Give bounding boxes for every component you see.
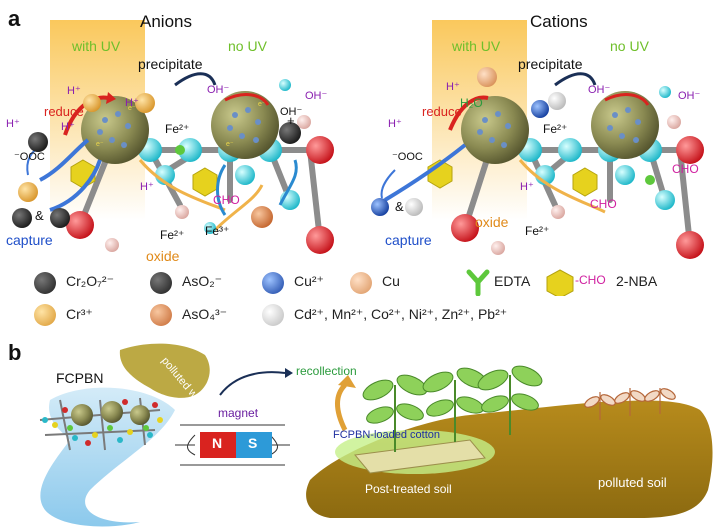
anions-cho: CHO xyxy=(213,193,240,207)
svg-text:e⁻: e⁻ xyxy=(258,101,266,108)
cations-fe2-1: Fe²⁺ xyxy=(543,122,568,136)
loaded-cotton-label: FCPBN-loaded cotton xyxy=(333,429,440,441)
cations-title: Cations xyxy=(530,12,588,31)
anions-h-plus-4: H⁺ xyxy=(61,121,75,133)
legend-swatch-dichromate xyxy=(34,272,56,294)
soil-body xyxy=(306,400,713,518)
cations-no-uv: no UV xyxy=(610,38,649,54)
legend-2nba-suffix: -CHO xyxy=(575,273,606,287)
cations-amp: & xyxy=(395,199,404,214)
anions-amp: & xyxy=(35,208,44,223)
anions-ions xyxy=(12,79,301,234)
anions-h-plus-3: H⁺ xyxy=(125,97,139,109)
cations-h-plus-2: H⁺ xyxy=(446,81,460,93)
recollection-arrowhead xyxy=(285,368,293,378)
legend-swatch-cu2 xyxy=(262,272,284,294)
anions-nanospheres: e⁻ e⁻ e⁻ e⁻ xyxy=(81,91,279,164)
legend-label-2nba: 2-NBA xyxy=(616,273,658,289)
cotton-arrowhead xyxy=(338,375,356,388)
panel-a-diagram: e⁻ e⁻ e⁻ e⁻ xyxy=(12,20,704,259)
svg-text:e⁻: e⁻ xyxy=(96,141,104,148)
green-plants xyxy=(362,365,543,453)
legend-swatch-arsenate xyxy=(150,304,172,326)
polluted-soil-label: polluted soil xyxy=(598,475,667,490)
anions-fe3: Fe³⁺ xyxy=(205,224,230,238)
anions-precipitate: precipitate xyxy=(138,56,203,72)
withered-plants xyxy=(584,388,676,421)
cations-reduce: reduce xyxy=(422,104,462,119)
recollection-arrow xyxy=(219,371,286,396)
cations-cho-2: CHO xyxy=(672,162,699,176)
cations-with-uv: with UV xyxy=(452,38,501,54)
cations-ions xyxy=(371,67,671,216)
legend-label-cu: Cu xyxy=(382,273,400,289)
cations-fe2-2: Fe²⁺ xyxy=(525,224,550,238)
anions-oh-3: OH⁻ xyxy=(305,90,328,102)
legend-swatch-2nba xyxy=(546,269,574,296)
legend-label-cr3: Cr³⁺ xyxy=(66,306,93,322)
legend-label-cu2: Cu²⁺ xyxy=(294,273,324,289)
anions-oh-2: OH⁻ xyxy=(280,106,303,118)
magnet-s-pole: S xyxy=(248,435,258,451)
legend-label-dichromate: Cr₂O₇²⁻ xyxy=(66,273,114,289)
anions-h-plus-5: H⁺ xyxy=(140,181,154,193)
anions-oh-1: OH⁻ xyxy=(207,84,230,96)
cations-capture: capture xyxy=(385,232,432,248)
cations-oxide: oxide xyxy=(475,214,509,230)
legend-swatch-arsenite xyxy=(150,272,172,294)
anions-oxide: oxide xyxy=(146,248,180,264)
anions-with-uv: with UV xyxy=(72,38,121,54)
fcpbn-network xyxy=(39,397,163,451)
anions-title: Anions xyxy=(140,12,192,31)
anions-reduce: reduce xyxy=(44,104,84,119)
cations-nanospheres xyxy=(461,91,659,164)
cations-oh-1: OH⁻ xyxy=(588,84,611,96)
panel-b-label: b xyxy=(8,340,22,365)
legend-label-edta: EDTA xyxy=(494,273,531,289)
cations-precipitate: precipitate xyxy=(518,56,583,72)
legend-label-arsenite: AsO₂⁻ xyxy=(182,273,223,289)
anions-plus: + xyxy=(287,113,295,128)
cations-h-plus-1: H⁺ xyxy=(388,118,402,130)
magnet-icon xyxy=(175,424,290,466)
anions-capture: capture xyxy=(6,232,53,248)
legend-swatch-heavy-metals xyxy=(262,304,284,326)
magnet-n-pole: N xyxy=(212,435,223,451)
svg-text:e⁻: e⁻ xyxy=(226,141,234,148)
svg-text:e⁻: e⁻ xyxy=(128,105,136,112)
post-treated-soil-label: Post-treated soil xyxy=(365,482,452,496)
legend-swatch-edta xyxy=(466,269,490,296)
anions-no-uv: no UV xyxy=(228,38,267,54)
cations-oh-2: OH⁻ xyxy=(678,90,701,102)
legend-swatch-cu xyxy=(350,272,372,294)
magnet-label: magnet xyxy=(218,406,259,420)
polluted-water-blob xyxy=(119,343,210,398)
cations-arrows xyxy=(380,72,650,214)
cations-h2o: H₂O xyxy=(460,96,483,110)
legend-label-arsenate: AsO₄³⁻ xyxy=(182,306,227,322)
panel-b-diagram xyxy=(39,343,713,527)
cotton-recollection-arrow xyxy=(335,383,348,432)
cotton-tray xyxy=(354,439,486,474)
legend-label-heavy-metals: Cd²⁺, Mn²⁺, Co²⁺, Ni²⁺, Zn²⁺, Pb²⁺ xyxy=(294,306,508,322)
cations-cooc: ⁻OOC xyxy=(392,151,423,163)
cations-cho-1: CHO xyxy=(590,197,617,211)
anions-h-plus-2: H⁺ xyxy=(67,85,81,97)
anions-arrows xyxy=(26,72,298,232)
fcpbn-label: FCPBN xyxy=(56,370,104,386)
anions-h-plus-1: H⁺ xyxy=(6,118,20,130)
cations-h-plus-3: H⁺ xyxy=(520,181,534,193)
anions-fe2-2: Fe²⁺ xyxy=(160,228,185,242)
panel-a-label: a xyxy=(8,6,21,31)
anions-cooc: ⁻OOC xyxy=(14,151,45,163)
legend-swatch-cr3 xyxy=(34,304,56,326)
anions-fe2-1: Fe²⁺ xyxy=(165,122,190,136)
recollection-label: recollection xyxy=(296,364,357,378)
